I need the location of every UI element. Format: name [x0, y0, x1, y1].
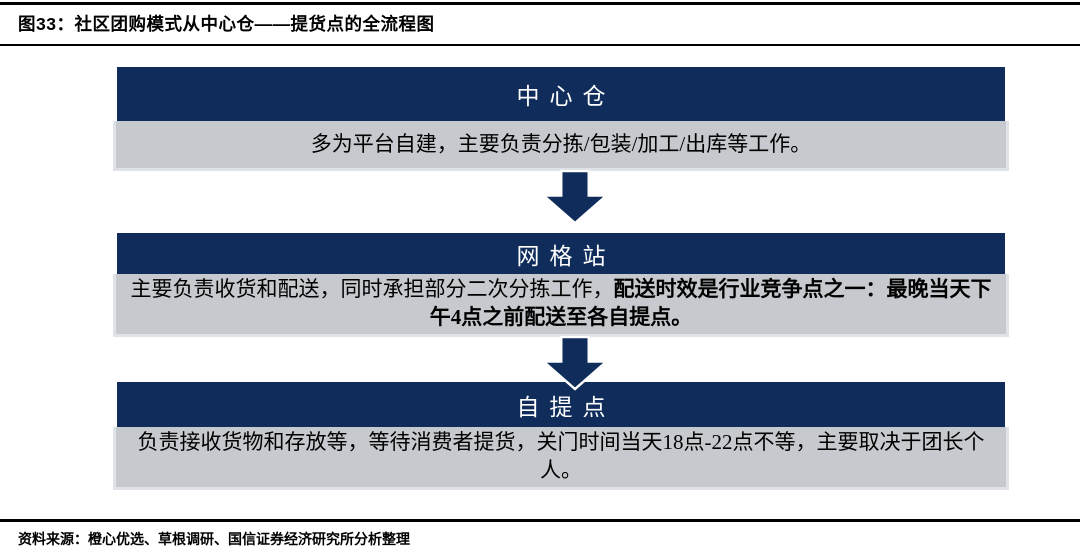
node-header: 网格站	[117, 233, 1005, 274]
bottom-rule	[0, 519, 1080, 522]
top-rule	[0, 2, 1080, 5]
figure-title: 图33：社区团购模式从中心仓——提货点的全流程图	[18, 14, 435, 34]
down-arrow-icon	[541, 336, 609, 391]
node-body: 主要负责收货和配送，同时承担部分二次分拣工作，配送时效是行业竞争点之一：最晚当天…	[113, 274, 1009, 337]
title-underline-rule	[0, 44, 1080, 46]
down-arrow-icon	[541, 170, 609, 225]
node-body-text: 主要负责收货和配送，同时承担部分二次分拣工作，配送时效是行业竞争点之一：最晚当天…	[130, 277, 992, 329]
flow-node-grid-station: 网格站 主要负责收货和配送，同时承担部分二次分拣工作，配送时效是行业竞争点之一：…	[113, 233, 1009, 337]
flow-node-central-warehouse: 中心仓 多为平台自建，主要负责分拣/包装/加工/出库等工作。	[113, 67, 1009, 171]
node-body: 负责接收货物和存放等，等待消费者提货，关门时间当天18点-22点不等，主要取决于…	[113, 427, 1009, 490]
node-body-text: 多为平台自建，主要负责分拣/包装/加工/出库等工作。	[310, 131, 812, 156]
node-body-text: 负责接收货物和存放等，等待消费者提货，关门时间当天18点-22点不等，主要取决于…	[137, 430, 985, 482]
node-header: 自提点	[117, 382, 1005, 427]
source-note: 资料来源：橙心优选、草根调研、国信证券经济研究所分析整理	[18, 533, 410, 548]
node-header: 中心仓	[117, 67, 1005, 121]
node-body: 多为平台自建，主要负责分拣/包装/加工/出库等工作。	[113, 121, 1009, 171]
flow-node-pickup-point: 自提点 负责接收货物和存放等，等待消费者提货，关门时间当天18点-22点不等，主…	[113, 382, 1009, 490]
